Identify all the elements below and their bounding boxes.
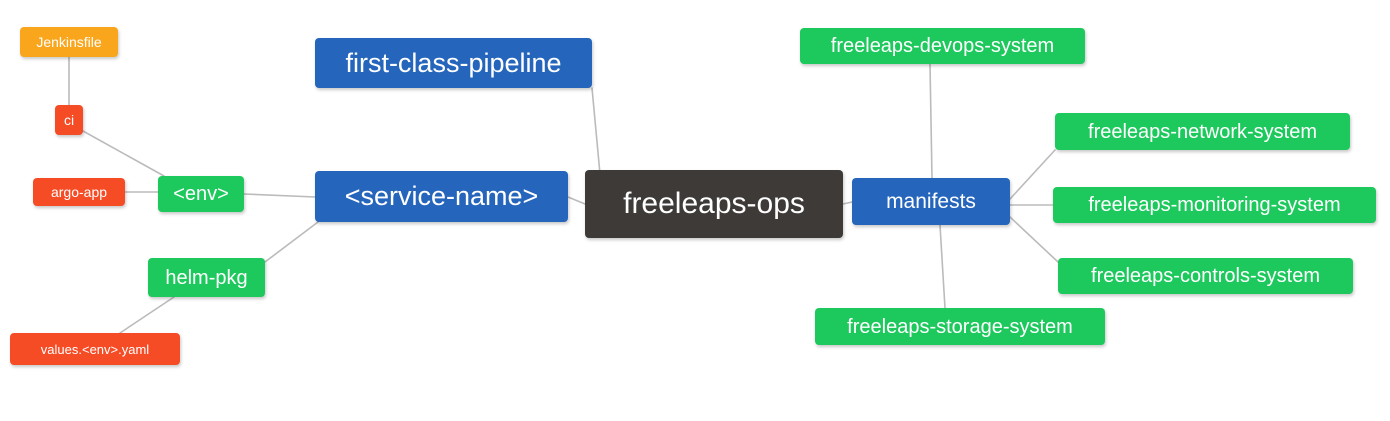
node-helm-pkg[interactable]: helm-pkg	[148, 258, 265, 297]
edge-manifests-to-network-system	[1009, 149, 1056, 200]
edge-manifests-to-controls-system	[1009, 216, 1059, 263]
edge-root-to-manifests	[842, 201, 853, 205]
node-label-service-name: <service-name>	[344, 181, 539, 211]
node-manifests[interactable]: manifests	[852, 178, 1010, 225]
node-label-first-class: first-class-pipeline	[345, 47, 562, 78]
edge-manifests-to-storage-system	[939, 224, 946, 309]
node-label-helm-pkg: helm-pkg	[165, 266, 248, 289]
node-label-jenkinsfile: Jenkinsfile	[36, 34, 102, 50]
node-label-devops-system: freeleaps-devops-system	[830, 35, 1055, 57]
node-controls-system[interactable]: freeleaps-controls-system	[1058, 258, 1353, 294]
node-label-values-yaml: values.<env>.yaml	[40, 341, 150, 357]
edge-manifests-to-devops-system	[929, 63, 933, 179]
node-devops-system[interactable]: freeleaps-devops-system	[800, 28, 1085, 64]
node-label-env: <env>	[173, 183, 229, 205]
node-storage-system[interactable]: freeleaps-storage-system	[815, 308, 1105, 345]
edge-service-name-to-env	[243, 193, 316, 198]
node-service-name[interactable]: <service-name>	[315, 171, 568, 222]
node-first-class[interactable]: first-class-pipeline	[315, 38, 592, 88]
node-network-system[interactable]: freeleaps-network-system	[1055, 113, 1350, 150]
node-ci[interactable]: ci	[55, 105, 83, 135]
node-env[interactable]: <env>	[158, 176, 244, 212]
node-label-argo-app: argo-app	[50, 184, 108, 200]
edge-root-to-service-name	[567, 196, 586, 205]
node-root[interactable]: freeleaps-ops	[585, 170, 843, 238]
edge-service-name-to-helm-pkg	[264, 221, 319, 263]
node-label-manifests: manifests	[886, 190, 976, 213]
node-label-controls-system: freeleaps-controls-system	[1091, 265, 1320, 287]
edge-root-to-first-class	[591, 87, 601, 175]
node-argo-app[interactable]: argo-app	[33, 178, 125, 206]
edge-helm-pkg-to-values-yaml	[119, 296, 175, 334]
node-jenkinsfile[interactable]: Jenkinsfile	[20, 27, 118, 57]
node-label-root: freeleaps-ops	[623, 187, 805, 220]
node-label-monitoring: freeleaps-monitoring-system	[1088, 194, 1341, 216]
node-label-ci: ci	[63, 112, 75, 128]
node-values-yaml[interactable]: values.<env>.yaml	[10, 333, 180, 365]
edge-env-to-ci	[82, 130, 165, 177]
node-label-storage-system: freeleaps-storage-system	[847, 315, 1073, 338]
node-label-network-system: freeleaps-network-system	[1088, 120, 1317, 143]
node-monitoring[interactable]: freeleaps-monitoring-system	[1053, 187, 1376, 223]
